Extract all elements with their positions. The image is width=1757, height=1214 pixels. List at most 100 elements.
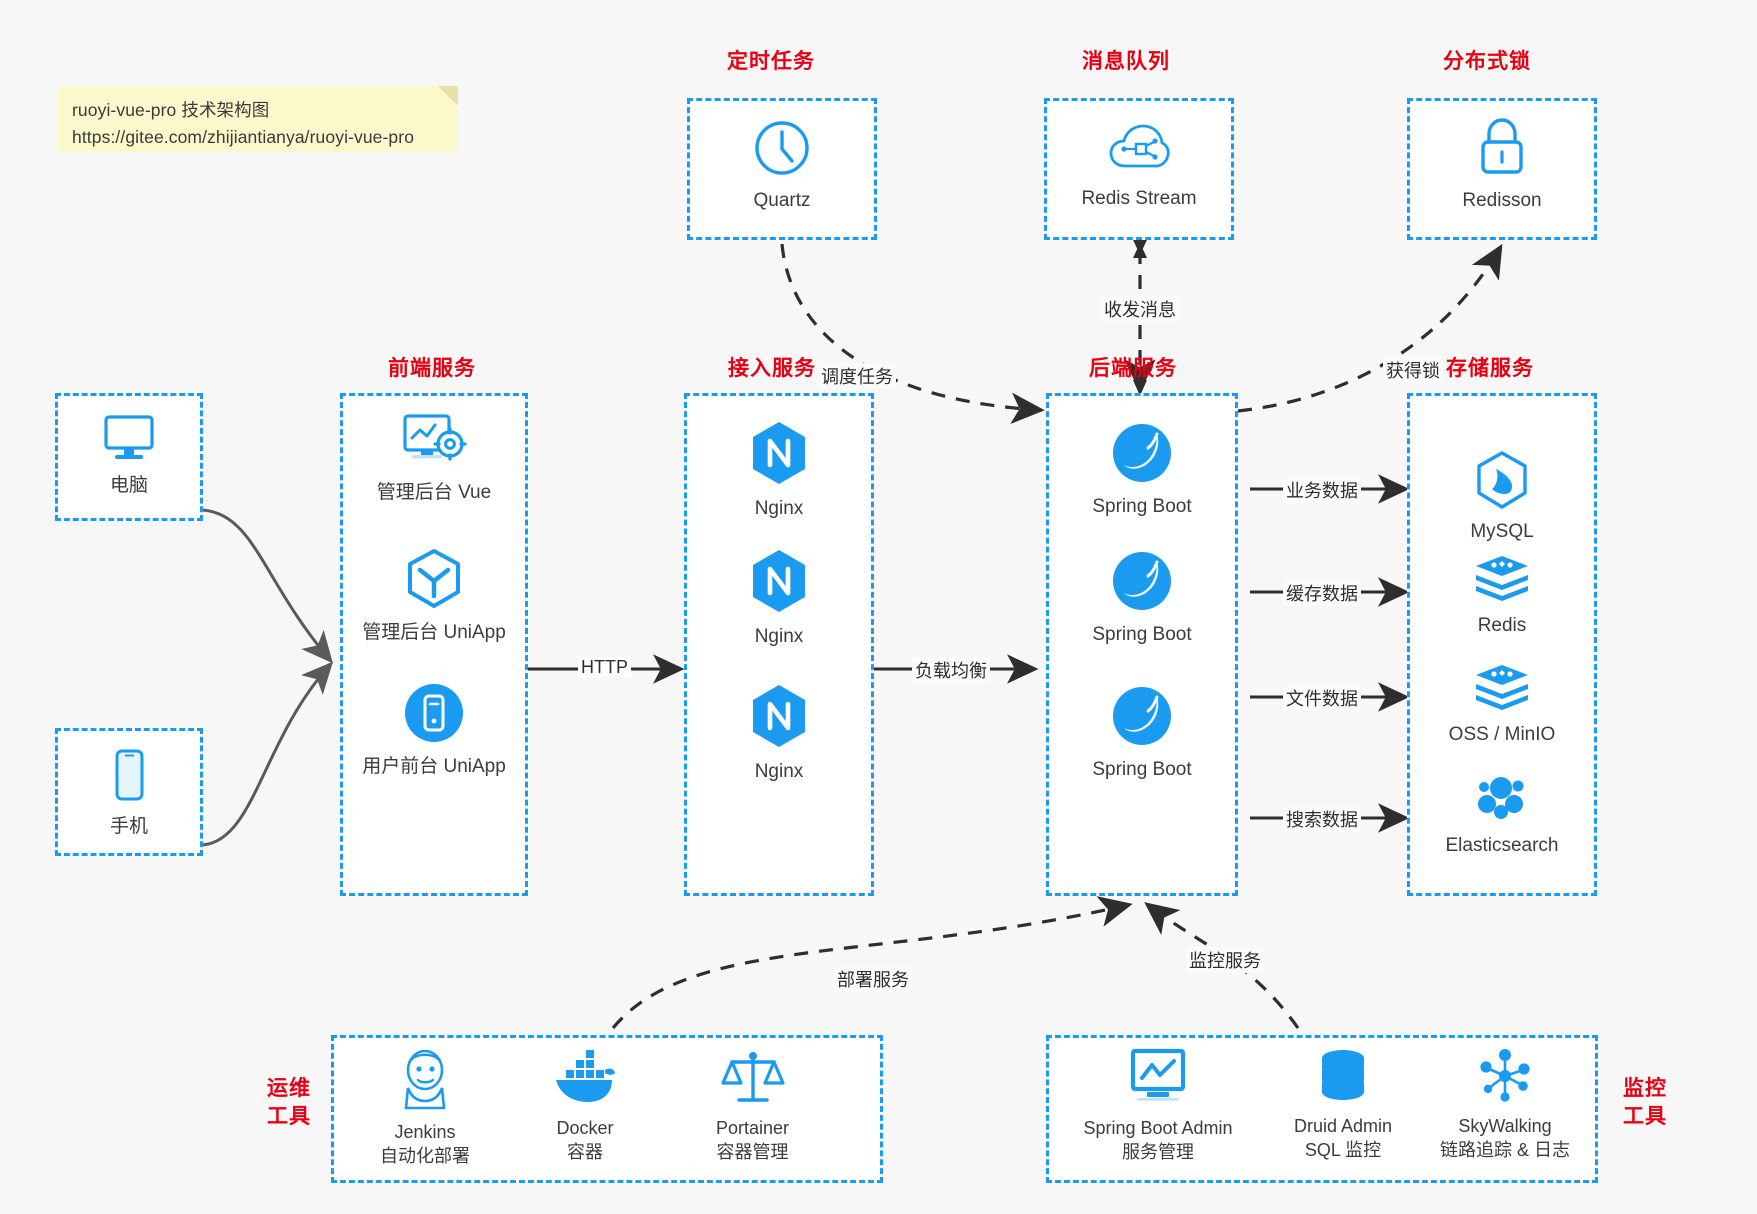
nginx-icon xyxy=(749,683,809,754)
portainer-icon xyxy=(720,1048,786,1111)
skywalking-icon xyxy=(1476,1048,1534,1109)
node-label: 手机 xyxy=(109,816,148,837)
node-label: 电脑 xyxy=(109,475,148,496)
node-oss-minio[interactable]: OSS / MinIO xyxy=(1407,662,1597,748)
note-fold-icon xyxy=(438,86,458,106)
node-skywalking[interactable]: SkyWalking 链路追踪 & 日志 xyxy=(1415,1048,1595,1163)
node-phone[interactable]: 手机 xyxy=(55,748,203,840)
node-label: 用户前台 UniApp xyxy=(362,756,506,777)
node-sublabel: 容器 xyxy=(567,1142,603,1163)
node-sublabel: 自动化部署 xyxy=(380,1146,470,1167)
node-redis[interactable]: Redis xyxy=(1407,553,1597,639)
node-druid-admin[interactable]: Druid Admin SQL 监控 xyxy=(1258,1048,1428,1163)
node-label: Nginx xyxy=(754,498,804,519)
group-title-scheduler: 定时任务 xyxy=(727,50,815,73)
oss-icon xyxy=(1472,662,1532,717)
spring-boot-icon xyxy=(1111,422,1173,489)
group-title-devops-line-2: 工具 xyxy=(267,1105,311,1129)
edge-label-business-data: 业务数据 xyxy=(1283,477,1361,503)
node-label: Jenkins xyxy=(394,1122,456,1142)
node-label: Spring Boot Admin xyxy=(1083,1118,1233,1138)
node-label: Druid Admin xyxy=(1293,1116,1393,1136)
dashboard-vue-icon xyxy=(401,412,467,475)
node-quartz[interactable]: Quartz xyxy=(687,118,877,214)
group-box-mq xyxy=(1044,98,1234,240)
nginx-icon xyxy=(749,548,809,619)
edge-label-send-receive-message: 收发消息 xyxy=(1101,296,1179,322)
node-label: Docker xyxy=(556,1118,614,1138)
node-label: OSS / MinIO xyxy=(1448,724,1556,745)
node-label: Portainer xyxy=(715,1118,790,1138)
group-title-devops: 运维 工具 xyxy=(258,1075,320,1132)
edge-label-file-data: 文件数据 xyxy=(1283,685,1361,711)
node-mysql[interactable]: MySQL xyxy=(1407,451,1597,545)
spring-boot-icon xyxy=(1111,685,1173,752)
mobile-app-icon xyxy=(403,682,465,749)
node-jenkins[interactable]: Jenkins 自动化部署 xyxy=(345,1048,505,1169)
node-redis-stream[interactable]: Redis Stream xyxy=(1044,122,1234,212)
node-sublabel: 容器管理 xyxy=(716,1142,789,1163)
group-title-monitoring-line-1: 监控 xyxy=(1623,1077,1667,1100)
note-line-2: https://gitee.com/zhijiantianya/ruoyi-vu… xyxy=(72,127,415,148)
node-docker[interactable]: Docker 容器 xyxy=(505,1048,665,1165)
node-nginx-2[interactable]: Nginx xyxy=(684,548,874,650)
group-title-frontend: 前端服务 xyxy=(388,357,476,380)
node-admin-uniapp[interactable]: 管理后台 UniApp xyxy=(340,548,528,646)
spring-boot-admin-icon xyxy=(1127,1048,1189,1111)
edge-label-acquire-lock: 获得锁 xyxy=(1383,357,1443,383)
node-label: Redis xyxy=(1477,615,1527,636)
node-user-uniapp[interactable]: 用户前台 UniApp xyxy=(340,682,528,780)
node-spring-boot-1[interactable]: Spring Boot xyxy=(1046,422,1238,520)
node-label: Spring Boot xyxy=(1092,624,1192,645)
node-sublabel: 服务管理 xyxy=(1122,1142,1194,1163)
node-admin-vue[interactable]: 管理后台 Vue xyxy=(340,412,528,506)
phone-icon xyxy=(109,748,149,809)
cloud-stream-icon xyxy=(1108,122,1170,181)
node-desktop[interactable]: 电脑 xyxy=(55,413,203,499)
druid-db-icon xyxy=(1315,1048,1371,1109)
node-label: Elasticsearch xyxy=(1445,835,1559,856)
cube-uniapp-icon xyxy=(405,548,463,615)
group-title-lock: 分布式锁 xyxy=(1443,50,1531,73)
group-title-devops-line-1: 运维 xyxy=(267,1077,311,1100)
node-nginx-3[interactable]: Nginx xyxy=(684,683,874,785)
mysql-icon xyxy=(1475,451,1529,514)
node-portainer[interactable]: Portainer 容器管理 xyxy=(665,1048,840,1165)
node-label: Spring Boot xyxy=(1092,496,1192,517)
group-title-monitoring-line-2: 工具 xyxy=(1623,1105,1667,1129)
desktop-icon xyxy=(101,413,157,468)
lock-icon xyxy=(1473,116,1531,183)
node-label: SkyWalking xyxy=(1458,1116,1552,1136)
node-spring-boot-3[interactable]: Spring Boot xyxy=(1046,685,1238,783)
node-elasticsearch[interactable]: Elasticsearch xyxy=(1407,771,1597,859)
group-title-storage: 存储服务 xyxy=(1446,357,1534,380)
node-label: Quartz xyxy=(753,190,811,211)
edge-label-deploy-service: 部署服务 xyxy=(834,966,912,992)
clock-icon xyxy=(752,118,812,183)
node-sublabel: SQL 监控 xyxy=(1304,1140,1382,1161)
group-title-mq: 消息队列 xyxy=(1082,50,1170,73)
node-label: Spring Boot xyxy=(1092,759,1192,780)
node-sublabel: 链路追踪 & 日志 xyxy=(1439,1140,1570,1161)
spring-boot-icon xyxy=(1111,550,1173,617)
node-label: 管理后台 UniApp xyxy=(362,622,506,643)
node-nginx-1[interactable]: Nginx xyxy=(684,420,874,522)
group-box-devops xyxy=(331,1035,883,1183)
node-spring-boot-2[interactable]: Spring Boot xyxy=(1046,550,1238,648)
node-label: Nginx xyxy=(754,761,804,782)
redis-icon xyxy=(1472,553,1532,608)
edge-label-cache-data: 缓存数据 xyxy=(1283,580,1361,606)
nginx-icon xyxy=(749,420,809,491)
node-label: MySQL xyxy=(1470,521,1534,542)
diagram-note: ruoyi-vue-pro 技术架构图 https://gitee.com/zh… xyxy=(58,86,458,152)
node-label: Redis Stream xyxy=(1081,188,1197,209)
group-box-frontend xyxy=(340,393,528,896)
node-spring-boot-admin[interactable]: Spring Boot Admin 服务管理 xyxy=(1058,1048,1258,1165)
edge-label-schedule-task: 调度任务 xyxy=(818,363,896,389)
node-redisson[interactable]: Redisson xyxy=(1407,116,1597,214)
elasticsearch-icon xyxy=(1474,771,1530,828)
note-line-1: ruoyi-vue-pro 技术架构图 xyxy=(72,100,270,120)
group-title-backend: 后端服务 xyxy=(1089,357,1177,380)
edge-label-search-data: 搜索数据 xyxy=(1283,806,1361,832)
